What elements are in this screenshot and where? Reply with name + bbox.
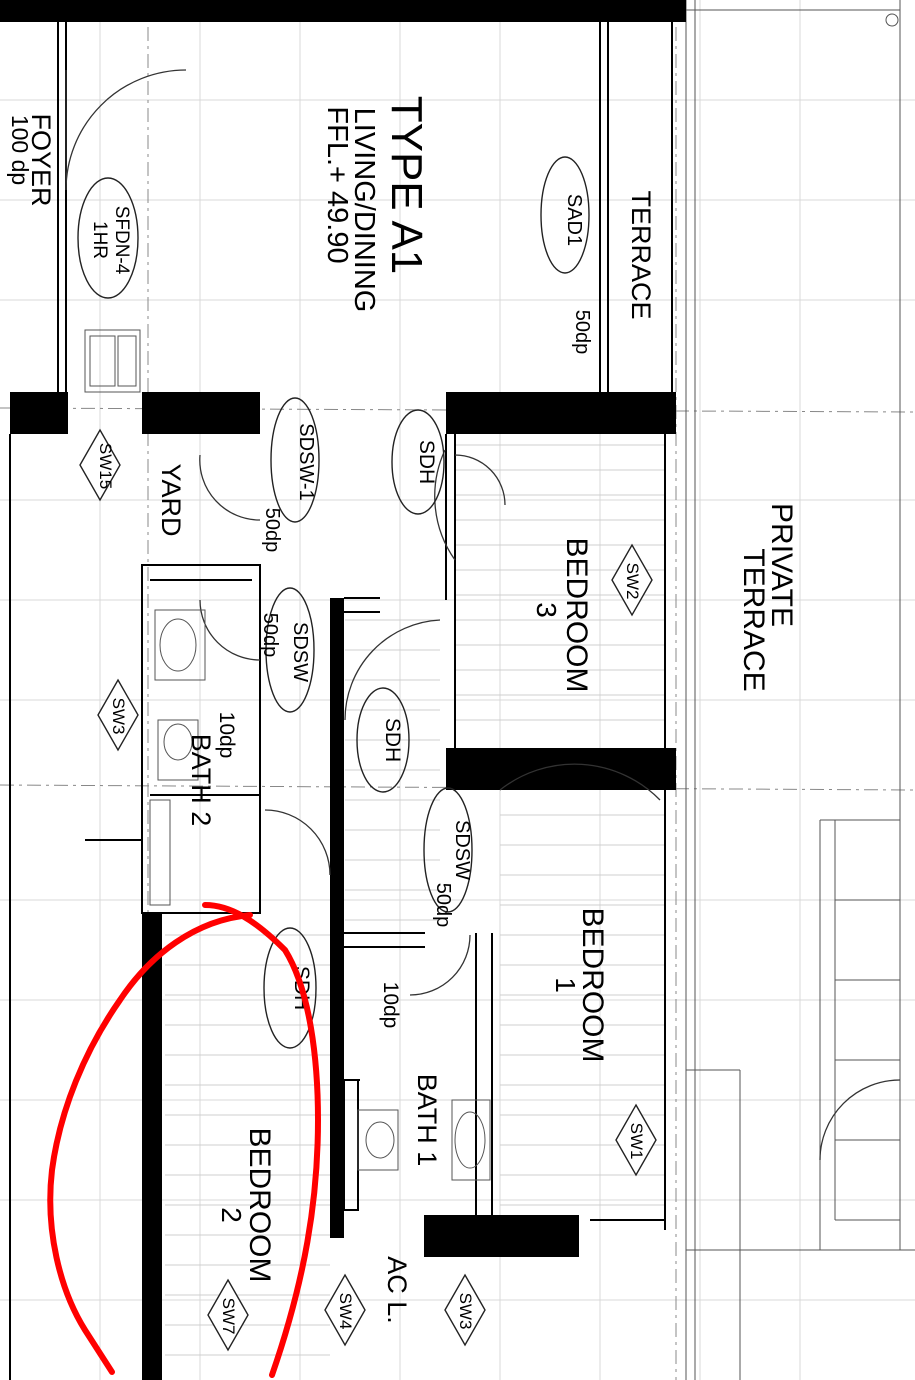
door-tag-sdh-corridor: SDH bbox=[356, 687, 410, 793]
door-tag-sdsw1: SDSW-1 50dp bbox=[261, 397, 320, 553]
bath2-label: BATH 2 bbox=[186, 734, 216, 827]
foyer-depth-label: 100 dp bbox=[7, 115, 33, 185]
svg-text:SW4: SW4 bbox=[336, 1293, 355, 1330]
window-tag-sw7: SW7 bbox=[207, 1278, 249, 1352]
door-tag-sad1: SAD1 50dp bbox=[540, 156, 593, 355]
red-annotation-circle bbox=[47, 902, 321, 1378]
svg-text:50dp: 50dp bbox=[259, 613, 281, 658]
window-tag-sw15: SW15 bbox=[79, 428, 121, 502]
window-tag-sw2: SW2 bbox=[611, 543, 653, 617]
ac-ledge-label: AC L. bbox=[382, 1256, 412, 1324]
living-level-label: FFL.+ 49.90 bbox=[321, 106, 353, 263]
living-dining-label: LIVING/DINING bbox=[348, 108, 380, 313]
private-terrace-line2: TERRACE bbox=[737, 548, 770, 691]
door-tag-sd-bed2: SDH bbox=[263, 927, 317, 1049]
bedroom2-label: BEDROOM bbox=[243, 1127, 276, 1282]
svg-text:SDSW: SDSW bbox=[289, 622, 311, 682]
bedroom1-label: BEDROOM bbox=[576, 907, 609, 1062]
door-swings bbox=[65, 69, 661, 996]
terrace-label: TERRACE bbox=[626, 190, 656, 319]
bedroom3-number: 3 bbox=[531, 602, 562, 618]
terrace-railings bbox=[685, 0, 915, 1380]
bedroom2-number: 2 bbox=[216, 1207, 247, 1223]
svg-text:SW15: SW15 bbox=[96, 443, 115, 489]
svg-text:SFDN-4: SFDN-4 bbox=[111, 206, 132, 275]
svg-text:50dp: 50dp bbox=[571, 310, 593, 355]
private-terrace-line1: PRIVATE bbox=[765, 503, 798, 627]
fixtures bbox=[84, 329, 491, 1181]
bath1-label: BATH 1 bbox=[412, 1074, 442, 1167]
door-tag-sdh-bed3: SDH bbox=[391, 409, 445, 515]
bath2-depth-label: 10dp bbox=[215, 712, 238, 759]
svg-text:SW1: SW1 bbox=[627, 1123, 646, 1160]
svg-text:SDH: SDH bbox=[415, 440, 438, 484]
window-tag-sw3-left: SW3 bbox=[97, 678, 139, 752]
door-tag-sdsw-bed1: SDSW 50dp bbox=[423, 787, 473, 928]
bedroom1-number: 1 bbox=[550, 977, 581, 993]
door-tag-sfdn: SFDN-4 1HR bbox=[77, 177, 139, 299]
window-tag-sw1: SW1 bbox=[615, 1103, 657, 1177]
svg-text:SW7: SW7 bbox=[219, 1298, 238, 1335]
unit-title: TYPE A1 bbox=[382, 96, 431, 275]
svg-text:1HR: 1HR bbox=[89, 221, 110, 259]
svg-text:50dp: 50dp bbox=[432, 883, 454, 928]
svg-text:SDSW-1: SDSW-1 bbox=[295, 423, 317, 500]
bedroom3-label: BEDROOM bbox=[560, 537, 593, 692]
bedroom2-floor bbox=[165, 934, 330, 1356]
walls bbox=[0, 0, 686, 1380]
bath1-depth-label: 10dp bbox=[379, 982, 402, 1029]
foyer-label: FOYER bbox=[26, 113, 56, 206]
door-tag-sdsw-bath2: SDSW 50dp bbox=[259, 587, 315, 713]
svg-text:SAD1: SAD1 bbox=[563, 194, 585, 246]
yard-label: YARD bbox=[156, 463, 186, 536]
svg-text:SW3: SW3 bbox=[456, 1293, 475, 1330]
window-tag-sw4: SW4 bbox=[324, 1273, 366, 1347]
svg-text:50dp: 50dp bbox=[261, 508, 283, 553]
svg-text:SDSW: SDSW bbox=[451, 820, 473, 880]
svg-text:SW3: SW3 bbox=[109, 698, 128, 735]
svg-text:SW2: SW2 bbox=[623, 563, 642, 600]
window-tag-sw3-right: SW3 bbox=[444, 1273, 486, 1347]
svg-text:SDH: SDH bbox=[381, 718, 404, 762]
